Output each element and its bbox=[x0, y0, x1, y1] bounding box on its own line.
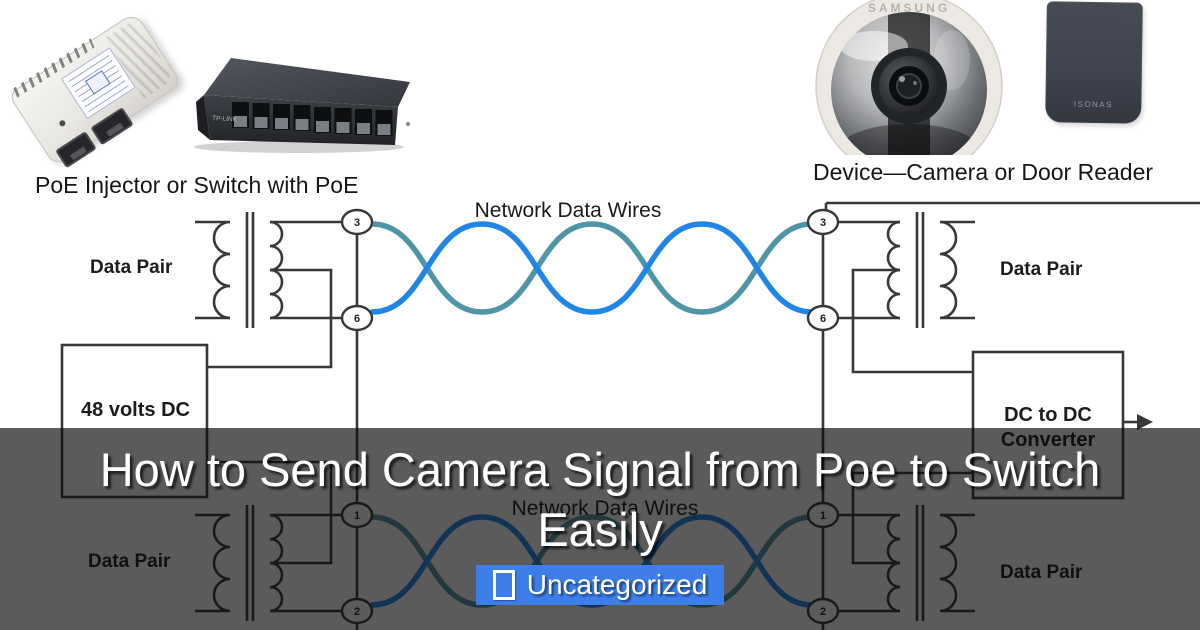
pin-number: 3 bbox=[820, 217, 826, 229]
category-badge[interactable]: Uncategorized bbox=[475, 565, 725, 605]
network-switch-image: TP-LINK bbox=[174, 50, 424, 155]
converter-arrow-icon bbox=[1123, 414, 1153, 430]
twisted-pair-top bbox=[369, 221, 815, 315]
switch-led bbox=[406, 122, 410, 126]
pin-bus-lines bbox=[355, 234, 825, 630]
switch-brand-label: TP-LINK bbox=[212, 115, 238, 123]
network-wires-label-top: Network Data Wires bbox=[474, 199, 662, 222]
transformer-top-right bbox=[838, 212, 975, 374]
category-folder-icon bbox=[492, 570, 515, 600]
dome-camera-image: SAMSUNG bbox=[813, 0, 1005, 180]
pin-number: 6 bbox=[354, 313, 360, 325]
camera-lens bbox=[871, 48, 947, 124]
right-device-caption: Device—Camera or Door Reader bbox=[813, 159, 1154, 185]
pin-number: 3 bbox=[354, 217, 360, 229]
reader-brand-label: ISONAS bbox=[1073, 99, 1114, 110]
camera-brand-label: SAMSUNG bbox=[868, 1, 950, 15]
device-power-line bbox=[824, 201, 1200, 211]
poe-injector-body bbox=[7, 11, 183, 169]
screw-dot bbox=[58, 119, 67, 128]
data-pair-label-top-left: Data Pair bbox=[90, 257, 173, 278]
rj45-port bbox=[55, 131, 97, 169]
category-badge-row: Uncategorized bbox=[0, 565, 1200, 605]
data-pair-label-top-right: Data Pair bbox=[1000, 259, 1083, 280]
pin-number: 6 bbox=[820, 313, 826, 325]
switch-ports bbox=[232, 102, 393, 136]
category-badge-label: Uncategorized bbox=[526, 569, 708, 600]
left-device-caption: PoE Injector or Switch with PoE bbox=[35, 172, 359, 198]
banner: How to Send Camera Signal from Poe to Sw… bbox=[0, 440, 1200, 560]
poe-injector-image bbox=[7, 8, 183, 169]
converter-label-line1: DC to DC bbox=[1004, 404, 1092, 426]
transformer-top-left bbox=[195, 212, 342, 369]
door-reader-image: ISONAS bbox=[1045, 1, 1143, 124]
switch-top-face bbox=[204, 58, 410, 107]
switch-side-face bbox=[196, 95, 210, 140]
power-source-label: 48 volts DC bbox=[81, 399, 190, 421]
page-title: How to Send Camera Signal from Poe to Sw… bbox=[99, 443, 1101, 556]
